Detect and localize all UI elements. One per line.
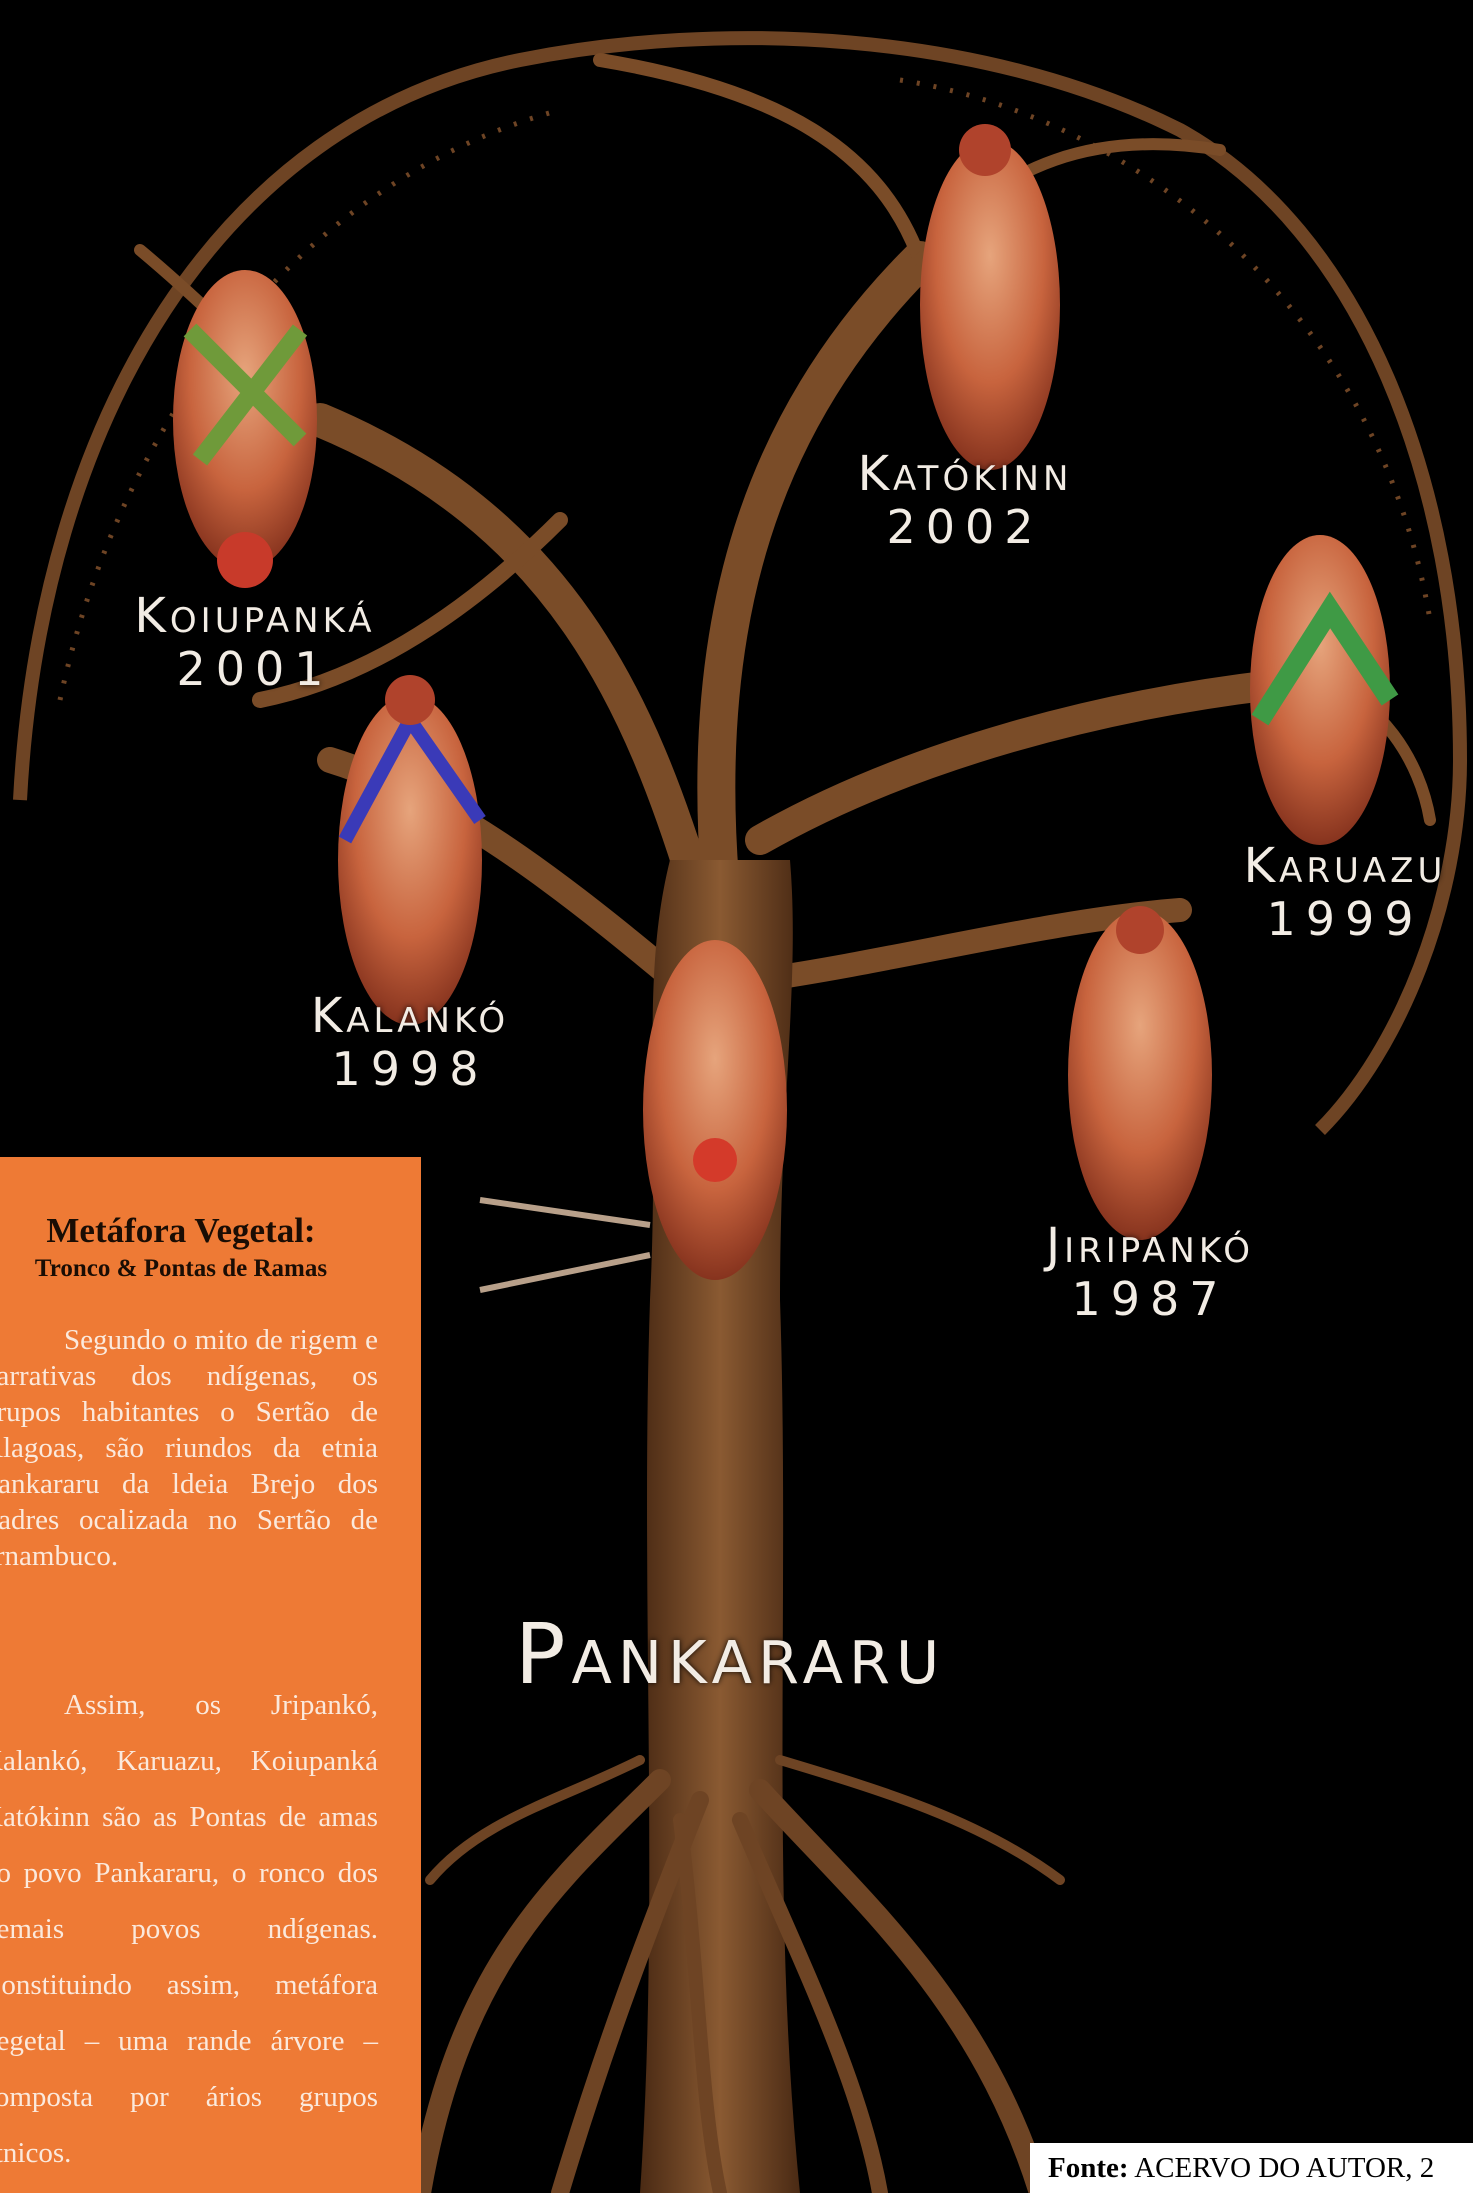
panel-title: Metáfora Vegetal:	[0, 1211, 362, 1251]
info-panel: Metáfora Vegetal: Tronco & Pontas de Ram…	[0, 1157, 421, 2193]
label-koiupanka: Koiupanká 2001	[110, 590, 400, 696]
caption-label: Fonte:	[1048, 2152, 1129, 2184]
source-caption: Fonte: ACERVO DO AUTOR, 2	[1030, 2143, 1473, 2193]
label-kalanko: Kalankó 1998	[285, 990, 535, 1096]
label-pankararu: Pankararu	[490, 1605, 970, 1703]
mask-katokinn	[920, 124, 1060, 470]
mask-jiripanko	[1068, 906, 1212, 1240]
label-koiupanka-name: Koiupanká	[110, 590, 400, 643]
label-karuazu-year: 1999	[1225, 893, 1465, 946]
label-jiripanko-year: 1987	[1015, 1273, 1285, 1326]
panel-paragraph-2: Assim, os Jripankó, Kalankó, Karuazu, Ko…	[0, 1677, 378, 2181]
panel-paragraph-1: Segundo o mito de rigem e narrativas dos…	[0, 1322, 378, 1574]
label-katokinn-name: Katókinn	[840, 448, 1090, 501]
label-kalanko-name: Kalankó	[285, 990, 535, 1043]
label-koiupanka-year: 2001	[110, 643, 400, 696]
mask-karuazu	[1250, 535, 1390, 845]
mask-pankararu	[643, 940, 787, 1280]
mask-kalanko	[338, 675, 482, 1025]
label-kalanko-year: 1998	[285, 1043, 535, 1096]
caption-text: ACERVO DO AUTOR, 2	[1134, 2152, 1434, 2184]
label-katokinn-year: 2002	[840, 501, 1090, 554]
label-jiripanko: Jiripankó 1987	[1015, 1220, 1285, 1326]
panel-subtitle: Tronco & Pontas de Ramas	[0, 1255, 362, 1283]
arrows	[480, 1200, 650, 1290]
label-karuazu-name: Karuazu	[1225, 840, 1465, 893]
label-karuazu: Karuazu 1999	[1225, 840, 1465, 946]
label-jiripanko-name: Jiripankó	[1015, 1220, 1285, 1273]
label-katokinn: Katókinn 2002	[840, 448, 1090, 554]
mask-koiupanka	[173, 270, 317, 588]
